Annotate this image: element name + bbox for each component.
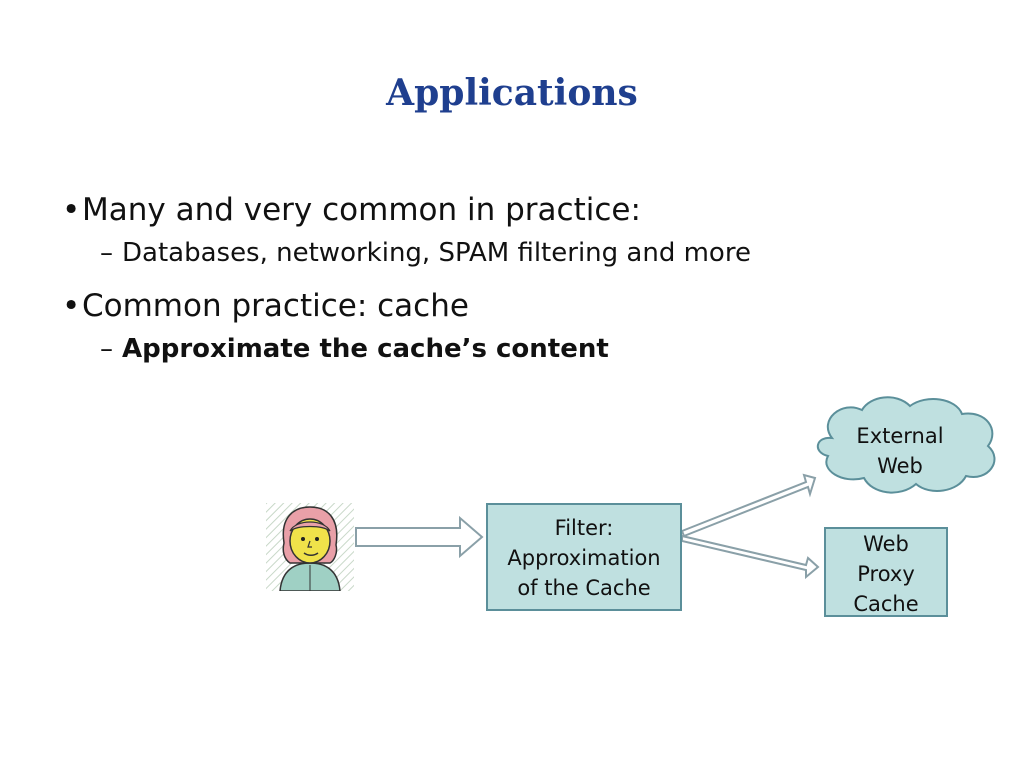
sub-bullet-item: –Databases, networking, SPAM filtering a…	[100, 238, 751, 268]
sub-bullet-text: Approximate the cache’s content	[122, 334, 609, 364]
user-to-filter-arrow	[355, 515, 484, 559]
external-web-cloud	[817, 396, 996, 494]
filter-line: Approximation	[507, 546, 661, 570]
bullet-item: •Many and very common in practice:	[62, 192, 641, 228]
slide-title: Applications	[386, 72, 638, 114]
sub-bullet-item: –Approximate the cache’s content	[100, 334, 609, 364]
bullet-text: Many and very common in practice:	[82, 192, 641, 228]
person-icon	[266, 503, 354, 592]
proxy-line: Cache	[853, 592, 919, 616]
bullet-item: •Common practice: cache	[62, 288, 469, 324]
web-proxy-cache-box: Web Proxy Cache	[824, 527, 948, 617]
filter-to-proxy-arrow	[681, 534, 820, 580]
sub-bullet-text: Databases, networking, SPAM filtering an…	[122, 238, 751, 268]
external-web-label: External Web	[838, 421, 962, 481]
filter-box: Filter: Approximation of the Cache	[486, 503, 682, 611]
cloud-line: Web	[877, 454, 923, 478]
filter-line: of the Cache	[517, 576, 651, 600]
filter-to-web-arrow	[680, 473, 817, 538]
bullet-list: •Many and very common in practice: –Data…	[62, 190, 962, 382]
bullet-text: Common practice: cache	[82, 288, 469, 324]
filter-line: Filter:	[554, 516, 614, 540]
cloud-line: External	[856, 424, 944, 448]
proxy-line: Proxy	[857, 562, 915, 586]
proxy-line: Web	[863, 532, 909, 556]
